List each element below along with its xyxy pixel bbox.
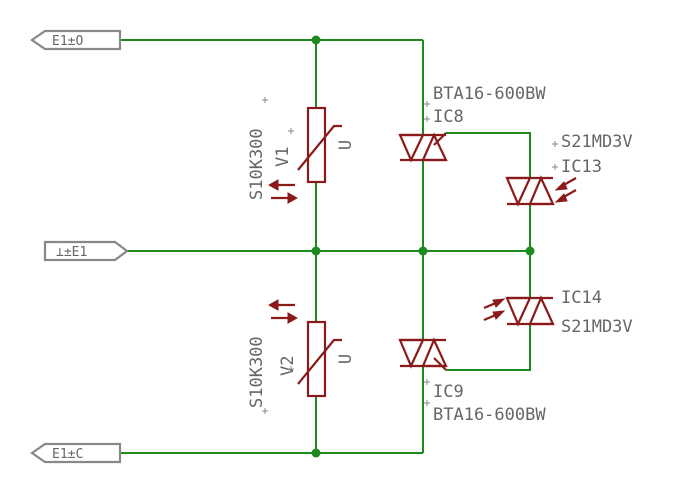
junction-dot: [418, 246, 428, 256]
port-bottom-label: E1±C: [52, 447, 83, 462]
varistor-v2[interactable]: U S10K300 V2: [247, 299, 356, 408]
varistor-v1[interactable]: U S10K300 V1: [247, 106, 356, 204]
port-top-label: E1±O: [52, 34, 83, 49]
v2-value: S10K300: [247, 336, 267, 408]
ic13-light-icon: [554, 177, 577, 203]
port-mid-label: ⊥±E1: [56, 245, 87, 260]
wires: [120, 39, 531, 454]
junctions: [311, 35, 535, 458]
v1-arrows-icon: [267, 179, 299, 204]
triac-ic8[interactable]: BTA16-600BW IC8: [398, 84, 546, 163]
ic13-part: S21MD3V: [561, 132, 633, 152]
junction-dot: [311, 35, 321, 45]
triac-ic9[interactable]: IC9 BTA16-600BW: [398, 337, 546, 425]
port-top[interactable]: E1±O: [30, 29, 122, 51]
ic13-name: IC13: [561, 157, 602, 177]
ic14-name: IC14: [561, 288, 602, 308]
ic9-name: IC9: [433, 382, 464, 402]
port-bottom[interactable]: E1±C: [30, 442, 122, 464]
ic8-name: IC8: [433, 107, 464, 127]
optotriac-ic13[interactable]: S21MD3V IC13: [505, 132, 633, 207]
junction-dot: [525, 246, 535, 256]
v2-name: V2: [278, 356, 298, 376]
v2-mark: U: [336, 354, 356, 364]
junction-dot: [311, 448, 321, 458]
v1-name: V1: [273, 147, 293, 167]
ic8-part: BTA16-600BW: [433, 84, 546, 104]
wire-ic9-gate: [446, 325, 531, 371]
port-mid[interactable]: ⊥±E1: [43, 240, 129, 262]
ic14-light-icon: [483, 298, 506, 322]
v2-arrows-icon: [267, 299, 299, 324]
ic14-part: S21MD3V: [561, 317, 633, 337]
ic9-part: BTA16-600BW: [433, 405, 546, 425]
wire-ic8-gate: [446, 132, 531, 177]
optotriac-ic14[interactable]: IC14 S21MD3V: [483, 288, 633, 337]
v1-mark: U: [336, 140, 356, 150]
junction-dot: [311, 246, 321, 256]
v1-value: S10K300: [247, 128, 267, 200]
